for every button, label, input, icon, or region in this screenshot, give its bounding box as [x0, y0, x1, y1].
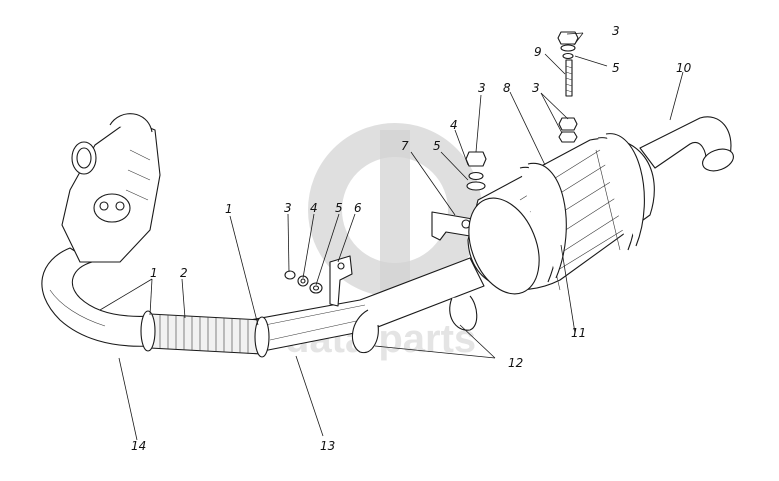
callout-3: 3 — [612, 24, 620, 38]
flex-hose-2 — [140, 310, 270, 358]
callout-7: 7 — [401, 139, 409, 153]
clamp-ring-left — [140, 310, 156, 352]
fastener-set-left — [284, 270, 323, 294]
callout-1: 1 — [225, 202, 233, 216]
nuts-right — [558, 117, 578, 143]
callout-4: 4 — [310, 201, 318, 215]
callout-10: 10 — [676, 61, 692, 75]
turbocharger — [61, 113, 161, 263]
callout-14: 14 — [131, 439, 146, 453]
callout-12: 12 — [508, 356, 523, 370]
callout-3: 3 — [478, 81, 486, 95]
strap-8 — [519, 133, 645, 283]
callout-8: 8 — [503, 81, 511, 95]
callout-9: 9 — [534, 45, 542, 59]
stud-9 — [557, 31, 579, 97]
callout-5: 5 — [433, 139, 441, 153]
tailpipe-10 — [639, 116, 734, 172]
callout-13: 13 — [320, 439, 335, 453]
callout-5: 5 — [335, 201, 343, 215]
callout-6: 6 — [354, 201, 362, 215]
callout-4: 4 — [450, 118, 458, 132]
callouts: 3 9 5 10 3 3 8 4 7 5 1 3 4 5 6 1 2 11 12… — [131, 24, 692, 453]
downpipe-14 — [41, 247, 153, 347]
callout-3: 3 — [284, 201, 292, 215]
callout-3: 3 — [532, 81, 540, 95]
clamp-ring-right — [254, 316, 270, 358]
clamp-12 — [351, 295, 478, 354]
leader-lines — [99, 32, 684, 441]
bracket-6 — [329, 255, 353, 307]
callout-1: 1 — [150, 266, 158, 280]
callout-11: 11 — [571, 326, 586, 340]
watermark-logo — [308, 123, 482, 297]
callout-5: 5 — [612, 61, 620, 75]
callout-2: 2 — [180, 266, 188, 280]
